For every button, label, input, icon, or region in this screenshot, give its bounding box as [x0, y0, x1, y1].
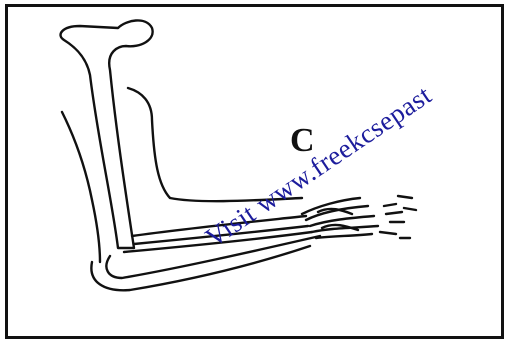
arm-outline-back — [62, 112, 100, 262]
humerus-bone — [61, 20, 153, 248]
hand-sketch — [302, 196, 416, 238]
